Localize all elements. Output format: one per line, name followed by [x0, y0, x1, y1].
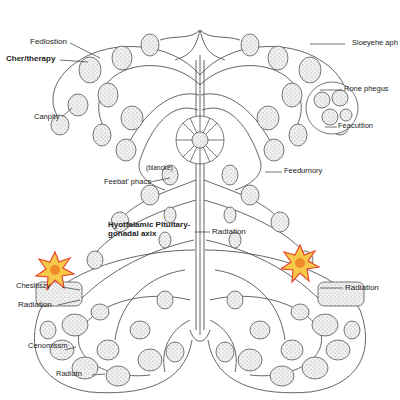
- part-label: Hyotfalamic Pltuitary- gonadal axix: [108, 220, 203, 238]
- part-label: Cher/therapy: [6, 54, 55, 63]
- part-label: (blancke): [146, 164, 173, 171]
- part-label: Rone phegus: [344, 85, 389, 94]
- part-label: Cenomissm: [28, 342, 68, 351]
- part-label: Radiatn: [56, 370, 82, 379]
- part-label: Fedlostion: [30, 37, 67, 46]
- radiation-burst: [36, 245, 319, 289]
- part-label: Chesltiszy: [16, 282, 50, 291]
- leader-lines: [58, 43, 345, 375]
- part-label: Canpity: [34, 113, 59, 122]
- part-label: Feebat' phacs: [104, 178, 151, 187]
- part-label: Radiation: [18, 300, 52, 309]
- part-label: Sloeyehe aph: [352, 39, 398, 48]
- part-label: Radiation: [212, 227, 246, 236]
- part-label: Radiation: [345, 283, 379, 292]
- part-label: Feacuttion: [338, 122, 373, 131]
- part-label: Feedurnory: [284, 167, 322, 176]
